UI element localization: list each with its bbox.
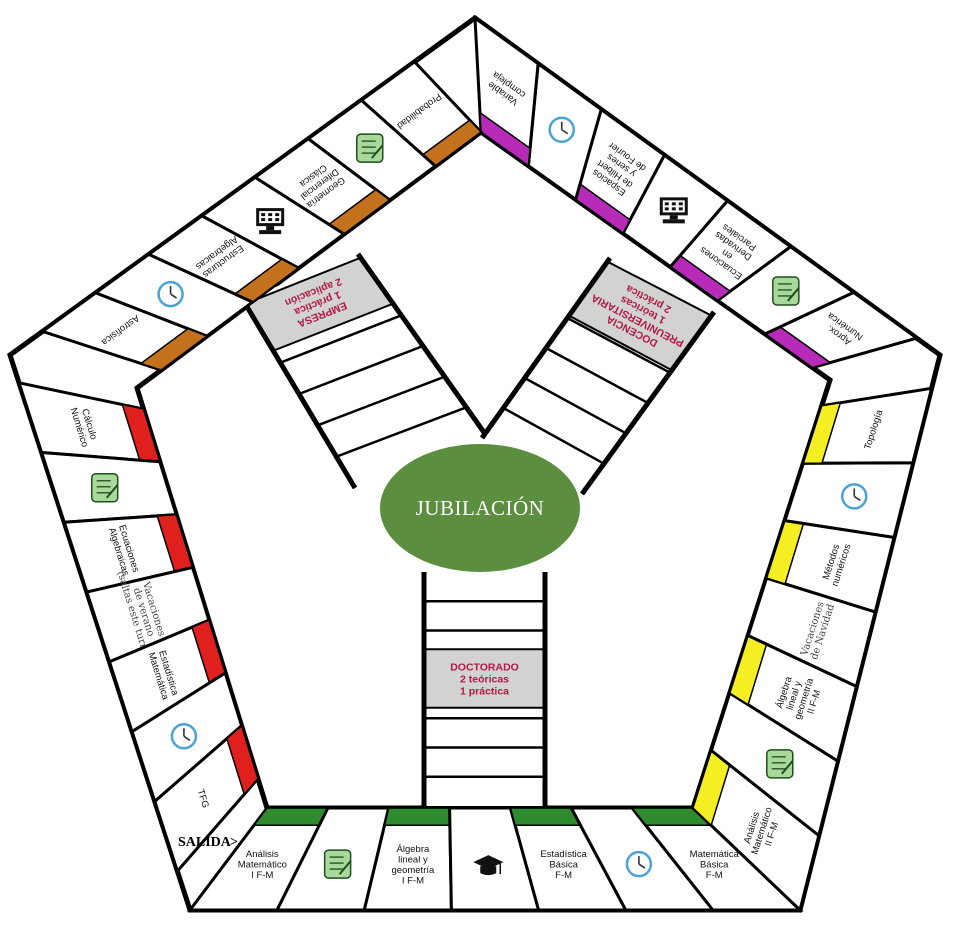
board-cell-bottom[interactable]: [568, 806, 717, 912]
ladder-rail: [579, 310, 717, 496]
board-cell-right[interactable]: Métodosnuméricos: [764, 518, 896, 614]
ladder-rung: [335, 406, 467, 458]
subject-color-band: [383, 807, 451, 827]
board-cell-upper-left[interactable]: GeometríaDiferencialClásica: [252, 136, 393, 236]
computer-icon: [659, 197, 688, 224]
board-cell-upper-right[interactable]: Espaciosde Hilberty seriesde Fourier: [573, 107, 667, 236]
retirement-goal[interactable]: [380, 444, 580, 572]
ladder-rung: [502, 406, 605, 465]
notebook-icon: [323, 849, 352, 879]
start-label: SALIDA: [178, 835, 232, 850]
ladder-rung: [545, 346, 649, 405]
ladder-rung: [298, 344, 424, 396]
ladder-rung: [524, 376, 627, 435]
board-cell-upper-left[interactable]: Astrofísica: [39, 291, 210, 372]
board-cell-upper-left[interactable]: Probabilidad: [359, 59, 484, 168]
board-cell-upper-right[interactable]: Aprox.Numérica: [762, 290, 921, 370]
board-cell-right[interactable]: Topología: [801, 386, 934, 465]
subject-color-band: [225, 724, 259, 796]
notebook-icon: [772, 276, 800, 306]
subject-color-band: [509, 807, 582, 827]
clock-icon: [548, 116, 575, 144]
board-cell-upper-left[interactable]: EstructurasAlgebraicas: [145, 214, 301, 304]
subject-label: AnálisisMatemáticoII F-M: [739, 803, 784, 860]
notebook-icon: [766, 749, 794, 779]
board-cell-left[interactable]: TFG: [153, 723, 260, 875]
subject-color-band: [802, 401, 842, 464]
ladder-rail: [355, 252, 491, 440]
clock-icon: [841, 483, 868, 510]
notebook-icon: [90, 473, 119, 503]
subject-color-band: [479, 111, 531, 168]
path-empresa[interactable]: EMPRESA1 práctica2 aplicación: [240, 252, 491, 490]
subject-color-band: [139, 327, 209, 371]
ladder-rail: [479, 256, 613, 440]
board-cell-right[interactable]: [783, 461, 915, 540]
subject-label: GeometríaDiferencialClásica: [291, 158, 347, 211]
computer-icon: [256, 208, 285, 235]
career-paths: EMPRESA1 práctica2 aplicaciónDOCENCIAPRE…: [240, 252, 717, 806]
subject-label: TFG: [195, 788, 211, 809]
board-cell-left[interactable]: Vacacionesde verano(saltas este turno): [84, 563, 211, 664]
board-cell-right[interactable]: Vacacionesde Navidad: [746, 576, 878, 689]
center-goal[interactable]: JUBILACIÓN: [380, 444, 580, 572]
notebook-icon: [356, 133, 384, 163]
clock-icon: [625, 850, 653, 878]
start-arrow: >: [230, 835, 238, 850]
ladder-rung: [317, 375, 446, 427]
board-corners: SALIDA >: [178, 835, 238, 850]
board-cell-left[interactable]: [39, 450, 179, 524]
subject-color-band: [252, 807, 330, 827]
ladder-rung: [279, 314, 402, 364]
clock-icon: [157, 280, 184, 308]
board-cell-left[interactable]: EcuacionesAlgebraicas: [62, 513, 195, 594]
retirement-label: JUBILACIÓN: [416, 496, 545, 520]
graduation-cap-icon: [473, 855, 504, 876]
clock-icon: [170, 723, 198, 750]
ladder-rail: [240, 298, 358, 490]
path-docencia[interactable]: DOCENCIAPREUNIVERSITARIA1 teóricas2 prác…: [479, 256, 717, 496]
board-cell-upper-right[interactable]: [621, 152, 730, 269]
board-cell-upper-right[interactable]: Variablecompleja: [473, 14, 540, 169]
ladder-rung: [566, 316, 671, 374]
board-cell-upper-right[interactable]: EcuacionesenDerivadasParciales: [668, 198, 794, 303]
